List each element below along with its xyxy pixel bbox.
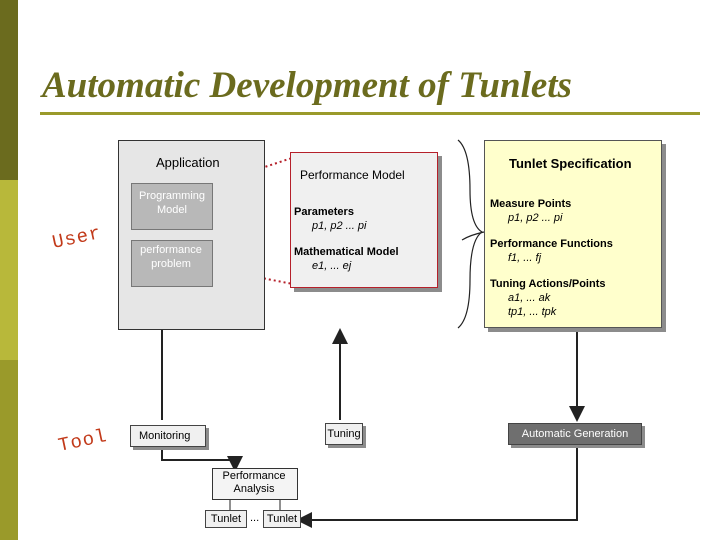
programming-model-label: Programming Model: [138, 190, 206, 216]
tunlet-spec-title: Tunlet Specification: [509, 156, 632, 171]
tuning-actions-vars-1: a1, ... ak: [508, 292, 551, 304]
monitoring-box: Monitoring: [130, 425, 206, 447]
tuning-actions-label: Tuning Actions/Points: [490, 278, 606, 290]
application-box: [118, 140, 265, 330]
measure-points-vars: p1, p2 ... pi: [508, 212, 563, 224]
sidebar-band-light: [0, 180, 18, 360]
performance-problem-label: performance problem: [140, 244, 202, 270]
tunlet-right-box: Tunlet: [263, 510, 301, 528]
performance-functions-label: Performance Functions: [490, 238, 613, 250]
programming-model-block: [131, 183, 213, 230]
sidebar-decoration: [0, 0, 18, 540]
measure-points-label: Measure Points: [490, 198, 572, 210]
title-divider: [40, 112, 700, 115]
performance-model-title: Performance Model: [300, 168, 405, 182]
automatic-generation-box: Automatic Generation: [508, 423, 642, 445]
application-title: Application: [156, 155, 220, 170]
parameters-vars: p1, p2 ... pi: [312, 220, 367, 232]
parameters-label: Parameters: [294, 206, 354, 218]
arrow-generation-tunlet: [296, 448, 578, 528]
page-title: Automatic Development of Tunlets: [42, 65, 572, 106]
sidebar-band-dark: [0, 0, 18, 180]
tuning-actions-vars-2: tp1, ... tpk: [508, 306, 557, 318]
arrow-monitoring-analysis: [161, 447, 243, 472]
math-model-vars: e1, ... ej: [312, 260, 352, 272]
performance-analysis-box: [212, 468, 298, 500]
performance-functions-vars: f1, ... fj: [508, 252, 542, 264]
performance-problem-block: [131, 240, 213, 287]
tunlet-ellipsis: ...: [250, 512, 260, 524]
sidebar-band-mid: [0, 360, 18, 540]
tuning-box: Tuning: [325, 423, 363, 445]
tunlet-left-box: Tunlet: [205, 510, 247, 528]
performance-model-box: [290, 152, 438, 288]
performance-analysis-label: Performance Analysis: [222, 470, 286, 495]
math-model-label: Mathematical Model: [294, 246, 399, 258]
tunlet-spec-box: [484, 140, 662, 328]
bracket-tip: [461, 231, 485, 241]
bracket-right: [457, 139, 484, 329]
